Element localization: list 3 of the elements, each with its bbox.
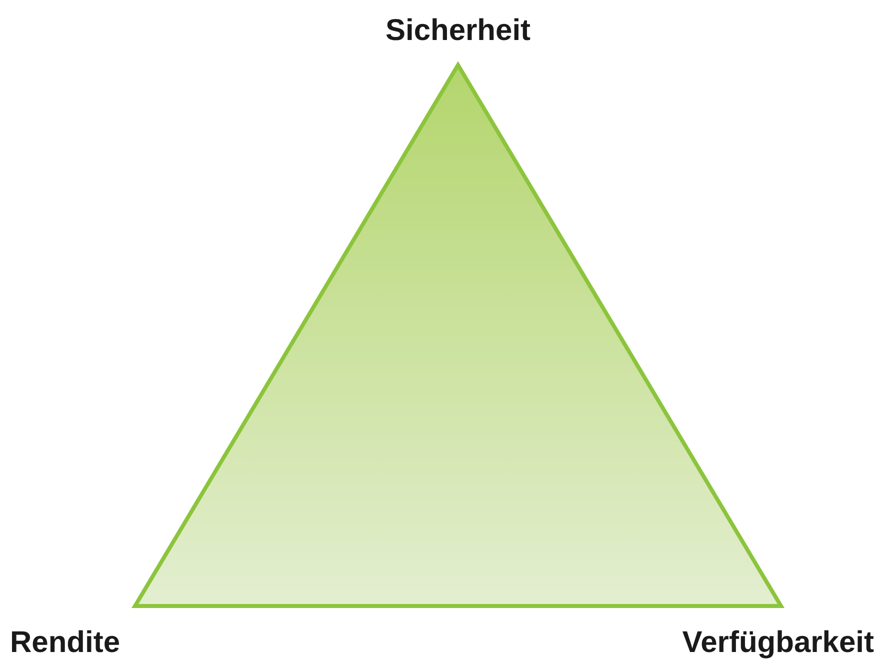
corner-label: Verfügbarkeit	[682, 626, 874, 660]
corner-label: Sicherheit	[385, 14, 531, 48]
corner-label: Rendite	[10, 626, 120, 660]
